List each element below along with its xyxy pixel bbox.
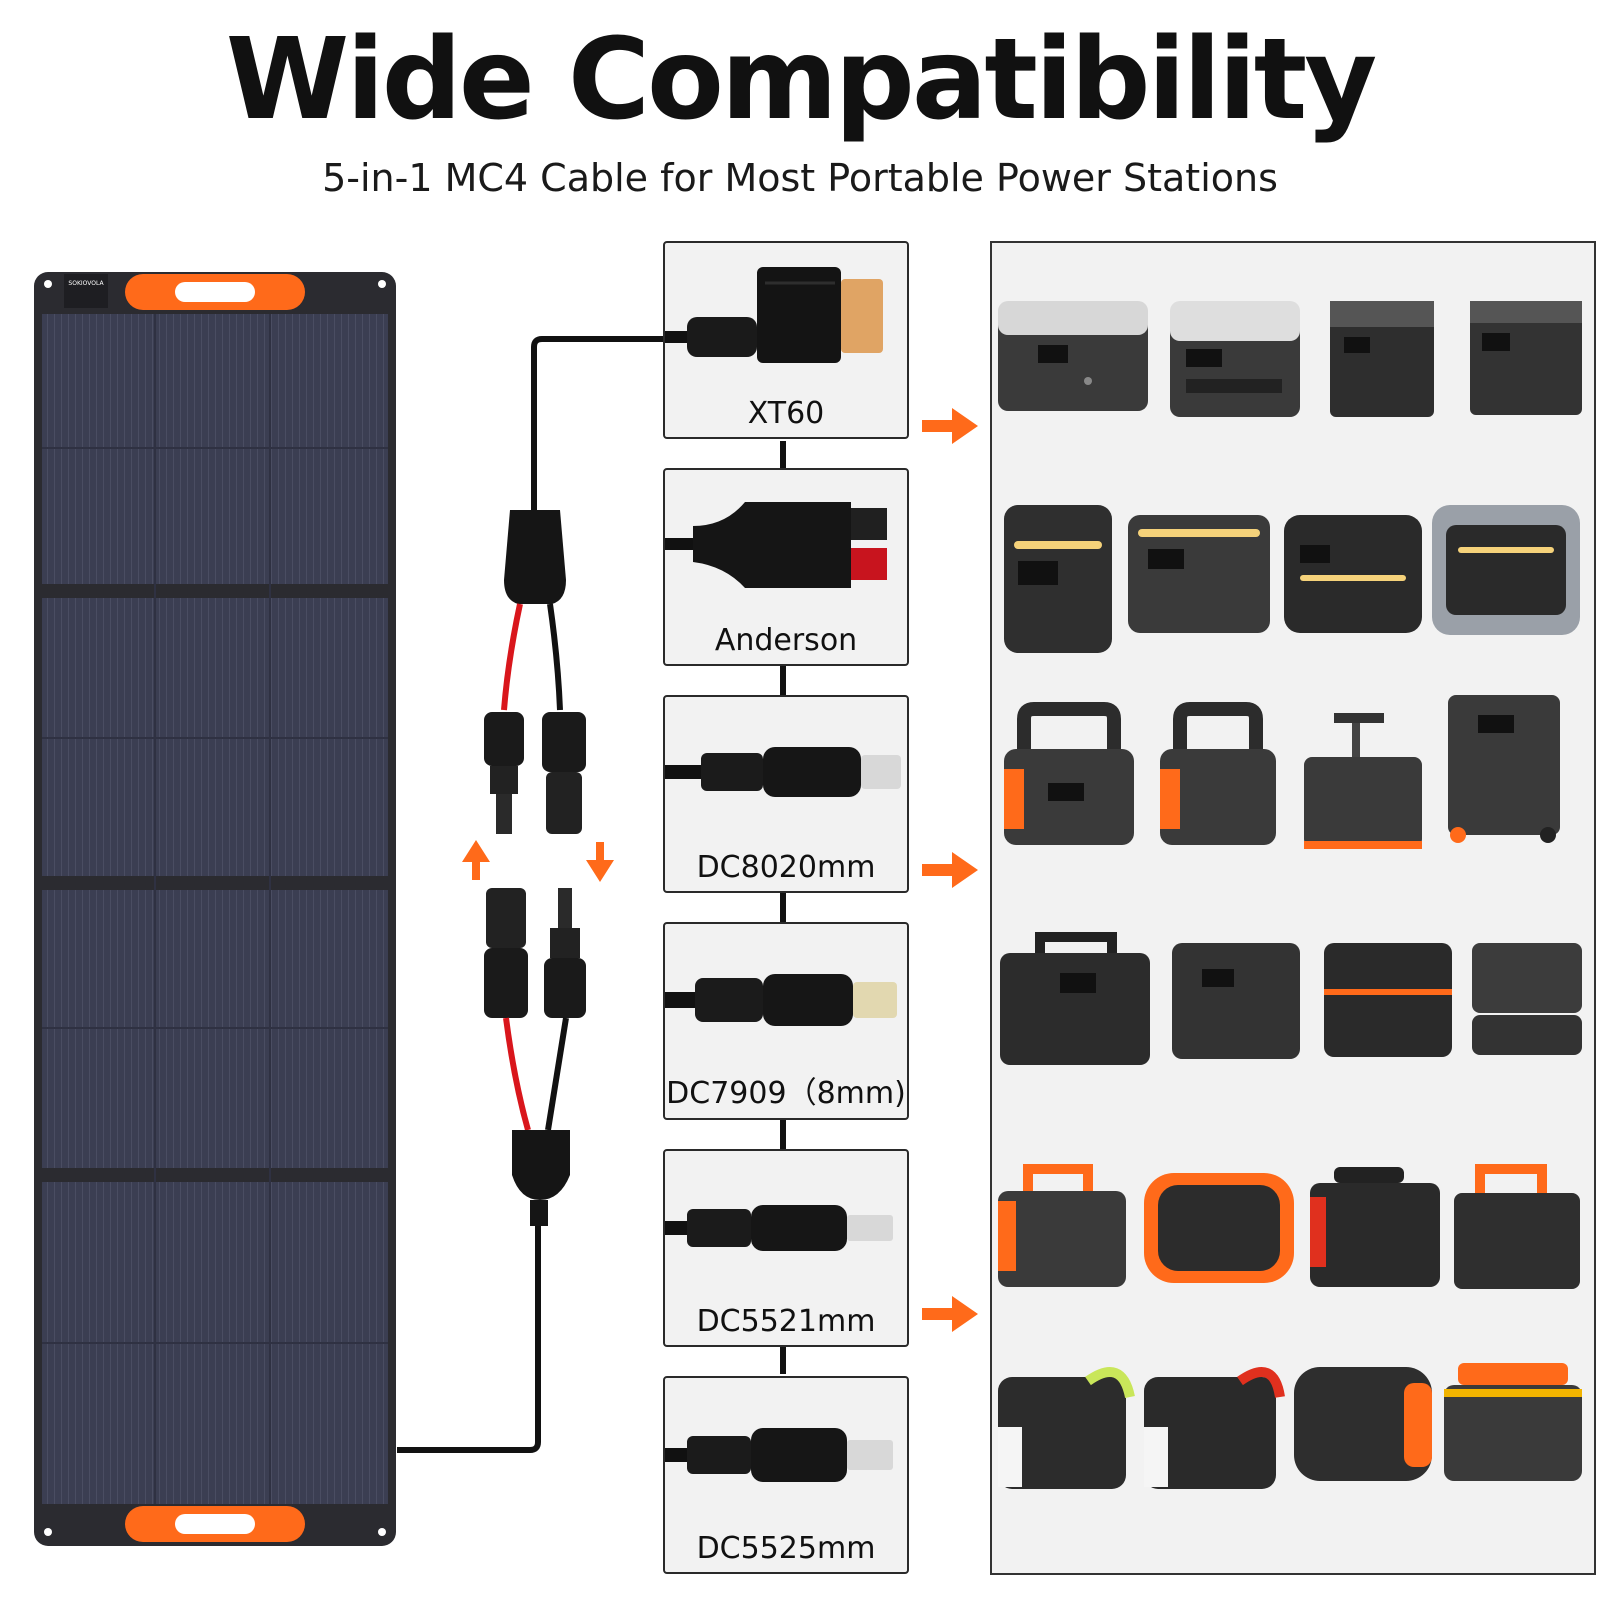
y-splitter-bottom-icon — [503, 1017, 570, 1226]
compatible-devices-panel — [990, 241, 1596, 1575]
power-station-icon — [1444, 1363, 1582, 1481]
power-station-icon — [1144, 1173, 1294, 1283]
power-station-icon — [1172, 943, 1300, 1059]
connector-label: Anderson — [714, 623, 858, 658]
connector-card-xt60: XT60 — [663, 241, 909, 439]
arrow-right-icon — [922, 408, 978, 444]
power-station-icon — [998, 1164, 1126, 1287]
power-station-icon — [1284, 515, 1422, 633]
power-station-icon — [1004, 505, 1112, 653]
dc5525-plug-icon — [665, 1428, 893, 1482]
connector-card-dc5521: DC5521mm — [663, 1149, 909, 1347]
arrow-down-icon — [586, 842, 614, 882]
power-station-icon — [998, 1367, 1135, 1489]
dc7909-plug-icon — [665, 974, 897, 1026]
power-station-icon — [1000, 932, 1150, 1065]
connector-label: DC5525mm — [696, 1531, 876, 1566]
panel-brand-label: SOKIOVOLA — [68, 280, 104, 287]
panel-segment — [42, 314, 388, 1504]
connector-label: DC8020mm — [696, 850, 876, 885]
connector-card-dc8020: DC8020mm — [663, 695, 909, 893]
connector-label: DC5521mm — [696, 1304, 876, 1339]
connector-card-dc5525: DC5525mm — [663, 1376, 909, 1574]
power-station-icon — [1304, 713, 1422, 849]
mc4-female-connector-icon — [542, 712, 586, 834]
power-station-icon — [1472, 943, 1582, 1055]
page-subtitle: 5-in-1 MC4 Cable for Most Portable Power… — [322, 156, 1278, 200]
mc4-male-connector-icon — [544, 888, 586, 1018]
power-station-icon — [1128, 515, 1270, 633]
device-grid — [998, 301, 1582, 1489]
power-station-icon — [1448, 695, 1560, 843]
y-splitter-top-icon — [501, 510, 566, 711]
dc5521-plug-icon — [665, 1205, 893, 1251]
arrow-right-icon — [922, 1296, 978, 1332]
xt60-plug-icon — [665, 267, 883, 363]
power-station-icon — [1144, 1367, 1285, 1489]
page-title: Wide Compatibility — [225, 15, 1377, 145]
mc4-male-connector-icon — [484, 712, 524, 834]
power-station-icon — [1310, 1167, 1440, 1287]
power-station-icon — [1324, 943, 1452, 1057]
power-station-icon — [998, 301, 1148, 411]
connector-card-anderson: Anderson — [663, 468, 909, 666]
power-station-icon — [1470, 301, 1582, 415]
arrow-up-icon — [462, 840, 490, 880]
dc8020-plug-icon — [665, 747, 901, 797]
solar-panel: SOKIOVOLA — [34, 272, 396, 1546]
power-station-icon — [1454, 1164, 1580, 1289]
handle-bottom-icon[interactable] — [125, 1506, 305, 1542]
mc4-female-connector-icon — [484, 888, 528, 1018]
connector-label: XT60 — [747, 396, 825, 431]
connector-label: DC7909（8mm) — [666, 1076, 906, 1111]
power-station-icon — [1160, 702, 1276, 845]
power-station-icon — [1432, 505, 1580, 635]
power-station-icon — [1004, 702, 1134, 845]
power-station-icon — [1330, 301, 1434, 417]
arrow-right-icon — [922, 852, 978, 888]
handle-top-icon[interactable] — [125, 274, 305, 310]
power-station-icon — [1294, 1367, 1432, 1481]
connector-card-dc7909: DC7909（8mm) — [663, 922, 909, 1120]
power-station-icon — [1170, 301, 1300, 417]
anderson-plug-icon — [665, 502, 887, 588]
